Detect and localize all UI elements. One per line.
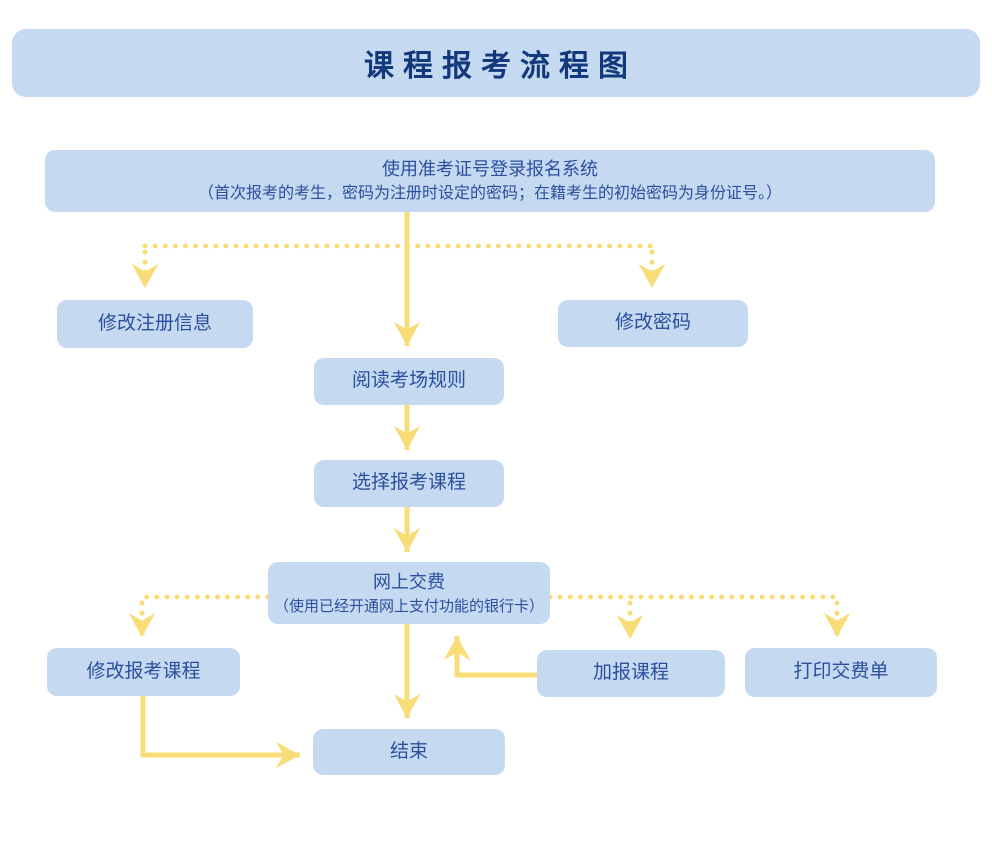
node-add-course-label: 加报课程 (592, 662, 669, 684)
node-modify-password-label: 修改密码 (614, 312, 691, 334)
node-read-exam-rules: 阅读考场规则 (314, 358, 504, 405)
node-pay-online-note: （使用已经开通网上支付功能的银行卡） (273, 597, 544, 615)
node-print-payment-bill: 打印交费单 (745, 648, 937, 697)
node-login-note: （首次报考的考生，密码为注册时设定的密码；在籍考生的初始密码为身份证号。） (197, 185, 782, 203)
node-select-course-label: 选择报考课程 (351, 472, 466, 494)
edge-addcourse-to-pay (443, 636, 537, 678)
node-select-course: 选择报考课程 (314, 460, 504, 507)
page-title: 课程报考流程图 (364, 50, 637, 83)
node-login-label: 使用准考证号登录报名系统 (382, 159, 598, 180)
node-modify-course: 修改报考课程 (47, 648, 240, 696)
node-modify-registration-label: 修改注册信息 (97, 312, 212, 334)
node-end-label: 结束 (389, 740, 428, 762)
node-login: 使用准考证号登录报名系统 （首次报考的考生，密码为注册时设定的密码；在籍考生的初… (45, 150, 935, 212)
node-read-exam-rules-label: 阅读考场规则 (351, 370, 466, 392)
page-title-bar: 课程报考流程图 (12, 29, 980, 97)
node-print-payment-bill-label: 打印交费单 (793, 661, 889, 683)
node-pay-online: 网上交费 （使用已经开通网上支付功能的银行卡） (268, 562, 550, 624)
node-end: 结束 (313, 729, 505, 775)
node-modify-registration: 修改注册信息 (57, 300, 253, 348)
node-modify-course-label: 修改报考课程 (86, 660, 201, 682)
node-modify-password: 修改密码 (558, 300, 748, 347)
edge-modifycourse-to-end (140, 696, 300, 769)
node-add-course: 加报课程 (537, 650, 725, 697)
node-pay-online-label: 网上交费 (373, 572, 445, 593)
